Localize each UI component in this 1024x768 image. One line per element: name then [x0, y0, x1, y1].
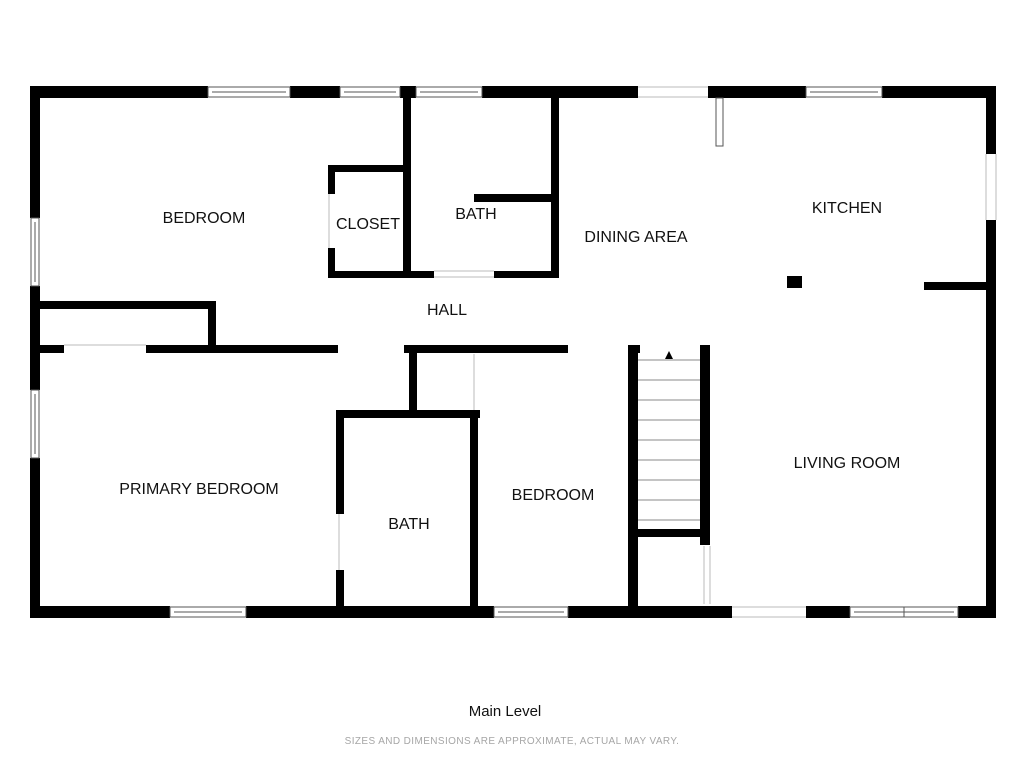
room-label-hall: HALL: [427, 302, 467, 319]
room-label-bath-bottom: BATH: [388, 516, 429, 533]
wall: [986, 220, 996, 618]
wall: [400, 86, 416, 98]
wall: [30, 458, 40, 618]
wall: [246, 606, 494, 618]
wall: [806, 606, 850, 618]
cabinet-divider: [715, 97, 724, 147]
wall: [30, 606, 170, 618]
room-label-primary-bedroom: PRIMARY BEDROOM: [119, 481, 278, 498]
room-label-living-room: LIVING ROOM: [794, 455, 901, 472]
room-label-kitchen: KITCHEN: [812, 200, 882, 217]
wall: [482, 86, 638, 98]
windows: [30, 86, 959, 618]
wall: [290, 86, 340, 98]
room-label-bath-top: BATH: [455, 206, 496, 223]
wall: [146, 345, 338, 353]
wall: [336, 410, 344, 514]
room-labels: BEDROOM CLOSET BATH DINING AREA KITCHEN …: [119, 200, 900, 533]
wall: [494, 271, 559, 278]
wall: [208, 301, 216, 353]
wall: [474, 194, 558, 202]
wall: [470, 410, 478, 610]
exterior-walls: [30, 86, 996, 618]
wall: [708, 86, 806, 98]
staircase: [638, 351, 700, 521]
openings: [64, 86, 997, 618]
level-title: Main Level: [468, 703, 542, 720]
wall: [551, 98, 559, 278]
stair-up-arrow-icon: [665, 351, 673, 359]
wall: [628, 529, 708, 537]
wall: [30, 86, 40, 218]
wall: [328, 165, 410, 172]
wall: [404, 345, 568, 353]
wall: [700, 345, 710, 545]
room-label-bedroom-bottom: BEDROOM: [512, 487, 595, 504]
wall: [336, 570, 344, 610]
room-label-dining-area: DINING AREA: [584, 229, 687, 246]
wall: [403, 98, 411, 276]
wall: [30, 286, 40, 390]
kitchen-post: [787, 276, 802, 288]
wall: [40, 345, 64, 353]
wall: [628, 345, 640, 353]
wall: [882, 86, 996, 98]
wall: [328, 271, 434, 278]
wall: [328, 165, 335, 194]
wall: [409, 349, 417, 413]
wall: [40, 301, 216, 309]
room-label-closet: CLOSET: [336, 216, 400, 233]
wall: [628, 345, 638, 610]
wall: [924, 282, 988, 290]
wall: [986, 86, 996, 154]
wall: [30, 86, 208, 98]
wall: [336, 410, 480, 418]
interior-walls: [40, 98, 988, 610]
wall: [328, 248, 335, 278]
wall: [568, 606, 732, 618]
disclaimer-text: SIZES AND DIMENSIONS ARE APPROXIMATE, AC…: [344, 736, 680, 747]
room-label-bedroom-top: BEDROOM: [163, 210, 246, 227]
